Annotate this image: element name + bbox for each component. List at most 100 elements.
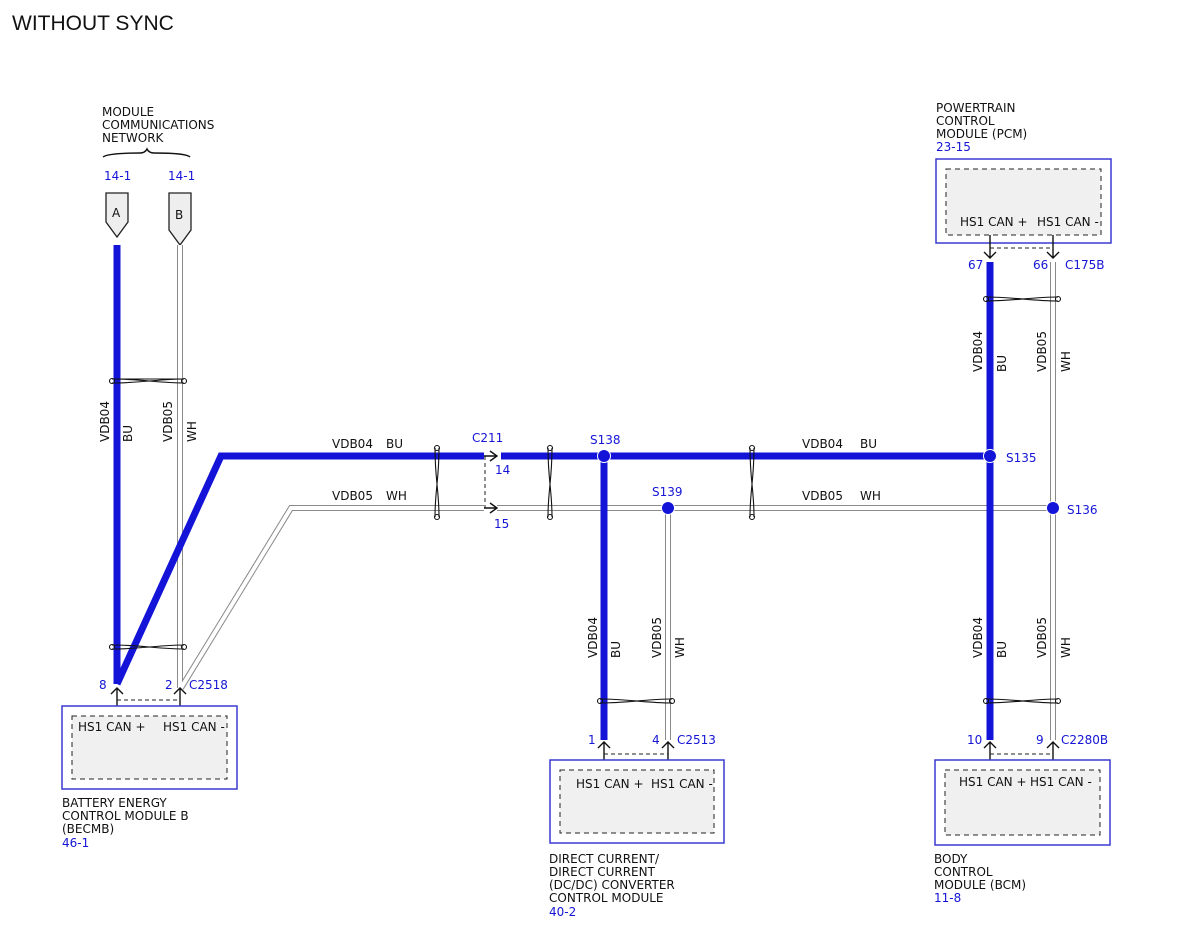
twist-dcdc (596, 697, 676, 705)
wire-label-wh-2-color: WH (860, 489, 881, 503)
network-label-line-2: COMMUNICATIONS (102, 118, 214, 132)
twist-pcm (982, 295, 1062, 303)
becmb-ref[interactable]: 46-1 (62, 836, 89, 850)
becmb-inner (71, 715, 228, 780)
dcdc-pin-4-arrow (661, 741, 675, 754)
vlabel-dcdc-bu-color: BU (609, 641, 623, 658)
vlabel-bcm-wh-circuit: VDB05 (1035, 617, 1049, 658)
twist-horizontal-1 (433, 444, 441, 521)
network-ref-a[interactable]: 14-1 (104, 169, 131, 183)
pcm-label-line-1: POWERTRAIN (936, 101, 1016, 115)
vlabel-dcdc-bu-circuit: VDB04 (586, 617, 600, 658)
c2518-label: C2518 (189, 678, 228, 692)
becmb-pin-8-arrow (110, 687, 124, 700)
splice-s139[interactable]: S139 (652, 485, 683, 515)
vlabel-pcm-wh-color: WH (1059, 351, 1073, 372)
bu-wire-becmb-to-c211[interactable] (113, 452, 484, 686)
flag-b-label: B (175, 208, 183, 222)
wire-label-bu-1-circuit: VDB04 (332, 437, 373, 451)
s135-label: S135 (1006, 451, 1037, 465)
becmb-label-line-2: CONTROL MODULE B (62, 809, 189, 823)
dcdc-label-line-4: CONTROL MODULE (549, 891, 664, 905)
vlabel-bcm-bu-color: BU (995, 641, 1009, 658)
s139-label: S139 (652, 485, 683, 499)
bu-wires (113, 245, 994, 740)
bcm-inner (944, 769, 1101, 836)
pcm-ref[interactable]: 23-15 (936, 140, 971, 154)
bcm-ref[interactable]: 11-8 (934, 891, 961, 905)
c2280b-label: C2280B (1061, 733, 1108, 747)
dcdc-label-line-1: DIRECT CURRENT/ (549, 852, 660, 866)
bcm-label-line-3: MODULE (BCM) (934, 878, 1026, 892)
becmb-pin-right-label: HS1 CAN - (163, 720, 225, 734)
bcm-pin-9-arrow (1046, 741, 1060, 754)
becmb-label-line-1: BATTERY ENERGY (62, 796, 167, 810)
vlabel-bcm-wh-color: WH (1059, 637, 1073, 658)
becmb-pin-left-label: HS1 CAN + (78, 720, 146, 734)
becmb-pin-left-num: 8 (99, 678, 107, 692)
wire-label-bu-1-color: BU (386, 437, 403, 451)
vlabel-pcm-bu-circuit: VDB04 (971, 331, 985, 372)
c211-pin-bu: 14 (495, 463, 510, 477)
network-label: MODULE COMMUNICATIONS NETWORK (102, 105, 214, 145)
diagram-title: WITHOUT SYNC (12, 12, 174, 35)
dcdc-label-line-3: (DC/DC) CONVERTER (549, 878, 675, 892)
vlabel-left-wh-circuit: VDB05 (161, 401, 175, 442)
module-dcdc[interactable]: 1 4 C2513 HS1 CAN + HS1 CAN - DIRECT CUR… (549, 733, 725, 919)
network-ref-b[interactable]: 14-1 (168, 169, 195, 183)
twist-bcm (982, 697, 1062, 705)
splice-s138[interactable]: S138 (590, 433, 621, 463)
vlabel-left-bu-color: BU (121, 425, 135, 442)
pcm-pin-67-arrow (983, 235, 997, 259)
splice-s136[interactable]: S136 (1046, 501, 1098, 518)
vlabel-pcm-bu-color: BU (995, 355, 1009, 372)
twist-horizontal-2 (546, 444, 554, 521)
c211-label: C211 (472, 431, 503, 445)
twist-horizontal-3 (748, 444, 756, 521)
wh-wire-becmb-to-c211[interactable] (178, 505, 484, 690)
c2513-label: C2513 (677, 733, 716, 747)
bcm-label-line-2: CONTROL (934, 865, 993, 879)
becmb-pin-right-num: 2 (165, 678, 173, 692)
connector-c211[interactable]: C211 14 15 (472, 431, 510, 531)
dcdc-inner (559, 769, 715, 834)
dcdc-label-line-2: DIRECT CURRENT (549, 865, 656, 879)
bcm-label-line-1: BODY (934, 852, 968, 866)
module-bcm[interactable]: 10 9 C2280B HS1 CAN + HS1 CAN - BODY CON… (934, 733, 1111, 905)
flag-a[interactable]: A (105, 192, 129, 239)
c175b-label: C175B (1065, 258, 1105, 272)
pcm-pin-left-num: 67 (968, 258, 983, 272)
becmb-label-line-3: (BECMB) (62, 822, 114, 836)
module-pcm[interactable]: POWERTRAIN CONTROL MODULE (PCM) 23-15 HS… (935, 101, 1112, 272)
dcdc-pin-left-num: 1 (588, 733, 596, 747)
wire-label-wh-1-color: WH (386, 489, 407, 503)
flag-a-label: A (112, 206, 121, 220)
twist-left-lower (108, 643, 188, 651)
vlabel-dcdc-wh-color: WH (673, 637, 687, 658)
c211-pin-wh: 15 (494, 517, 509, 531)
wire-label-wh-2-circuit: VDB05 (802, 489, 843, 503)
dcdc-ref[interactable]: 40-2 (549, 905, 576, 919)
pcm-label-line-2: CONTROL (936, 114, 995, 128)
dcdc-pin-right-num: 4 (652, 733, 660, 747)
vlabel-left-bu-circuit: VDB04 (98, 401, 112, 442)
splice-s135[interactable]: S135 (983, 449, 1037, 466)
vlabel-left-wh-color: WH (185, 421, 199, 442)
bcm-pin-right-num: 9 (1036, 733, 1044, 747)
vlabel-dcdc-wh-circuit: VDB05 (650, 617, 664, 658)
bcm-pin-left-num: 10 (967, 733, 982, 747)
flag-b[interactable]: B (168, 192, 192, 247)
network-label-line-3: NETWORK (102, 131, 165, 145)
pcm-pin-right-label: HS1 CAN - (1037, 215, 1099, 229)
module-becmb[interactable]: 8 2 C2518 HS1 CAN + HS1 CAN - BATTERY EN… (61, 678, 238, 850)
network-label-line-1: MODULE (102, 105, 154, 119)
pcm-pin-right-num: 66 (1033, 258, 1048, 272)
dcdc-pin-1-arrow (597, 741, 611, 754)
becmb-pin-2-arrow (173, 687, 187, 700)
vlabel-bcm-bu-circuit: VDB04 (971, 617, 985, 658)
wh-wires (177, 245, 1056, 740)
s136-label: S136 (1067, 503, 1098, 517)
vlabel-pcm-wh-circuit: VDB05 (1035, 331, 1049, 372)
vertical-labels-left: VDB04 BU VDB05 WH (98, 401, 199, 442)
